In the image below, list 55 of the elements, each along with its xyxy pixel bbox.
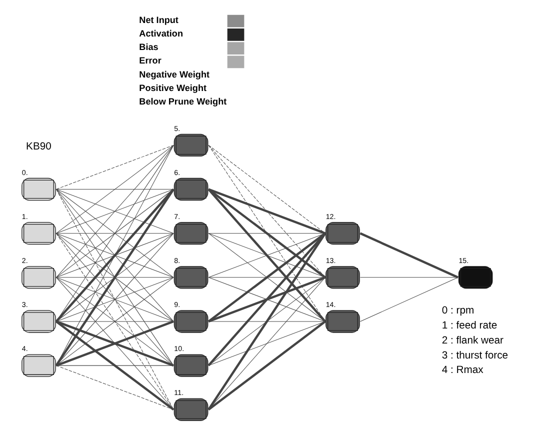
connector (208, 232, 326, 366)
label: 3 : thurst force (442, 350, 508, 362)
connector (56, 320, 174, 367)
legend-label: Activation (139, 28, 184, 38)
connector (208, 144, 326, 322)
connector (208, 320, 326, 411)
connector (56, 320, 174, 411)
connector (56, 321, 174, 322)
connector (360, 277, 458, 322)
label: 2 : flank wear (442, 335, 504, 346)
connector (56, 189, 174, 190)
connector (56, 365, 174, 366)
connector (208, 277, 326, 366)
connector (56, 365, 174, 410)
connector (56, 277, 174, 322)
connector (56, 189, 174, 278)
connector (208, 188, 326, 278)
connector (56, 144, 174, 278)
legend-label: Bias (139, 42, 158, 52)
connector (208, 277, 326, 410)
connector (360, 232, 459, 278)
connector (56, 233, 174, 234)
connector (56, 277, 174, 410)
connector (360, 277, 458, 278)
connector (56, 233, 174, 410)
label: 1 : feed rate (442, 320, 498, 332)
connector (56, 144, 174, 234)
connector (56, 189, 174, 234)
connector (208, 144, 326, 278)
connector (56, 144, 174, 322)
legend-label: Below Prune Weight (139, 96, 227, 106)
connector (56, 144, 174, 366)
label: 4 : Rmax (442, 365, 484, 376)
legend-label: Error (139, 56, 162, 66)
connector (56, 189, 174, 410)
connector (208, 321, 326, 322)
connector (56, 277, 174, 366)
connector (56, 277, 174, 278)
connector (56, 144, 174, 190)
connector (56, 233, 174, 278)
connector (208, 321, 326, 366)
connector (208, 233, 326, 278)
connector (208, 233, 326, 234)
legend-label: Positive Weight (139, 82, 207, 93)
connector (208, 188, 326, 322)
connector (208, 232, 326, 410)
connector (56, 233, 174, 322)
label: 0 : rpm (442, 306, 474, 317)
legend-label: Net Input (139, 14, 178, 25)
connector (208, 188, 326, 234)
connector (208, 277, 326, 278)
connector (56, 233, 174, 366)
legend-label: Negative Weight (139, 69, 210, 80)
connector (208, 144, 326, 234)
label: KB90 (26, 142, 52, 153)
